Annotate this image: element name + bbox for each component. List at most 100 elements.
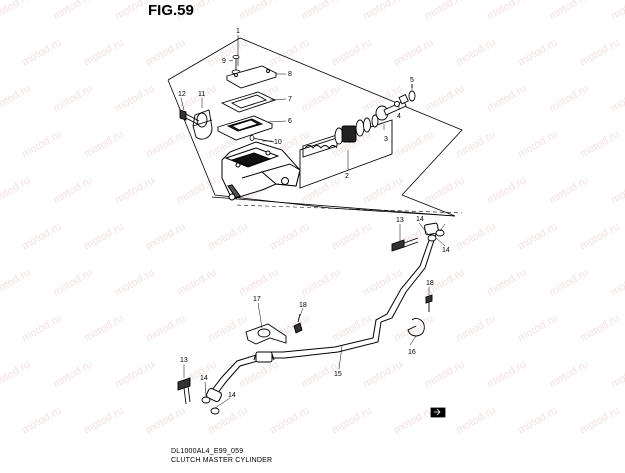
callout-15: 15 [334, 371, 342, 378]
callout-4: 4 [397, 113, 401, 120]
watermark-text: motod.ru [485, 266, 529, 298]
watermark-text: motod.ru [268, 220, 312, 252]
assembly-box-outline [167, 37, 463, 217]
watermark-text: motod.ru [485, 174, 529, 206]
diagram-code: DL1000AL4_E99_059 [171, 448, 244, 455]
watermark-text: motod.ru [0, 174, 33, 206]
callout-1: 1 [236, 28, 240, 35]
watermark-text: motod.ru [20, 220, 64, 252]
watermark-text: motod.ru [578, 36, 622, 68]
clutch-hose-part-15 [206, 222, 439, 403]
callout-12: 12 [178, 91, 186, 98]
watermark-text: motod.ru [547, 0, 591, 23]
plate-part-7 [220, 91, 277, 113]
watermark-text: motod.ru [330, 36, 374, 68]
watermark-text: motod.ru [547, 266, 591, 298]
dashed-divider [236, 204, 463, 214]
watermark-text: motod.ru [237, 358, 281, 390]
watermark-text: motod.ru [392, 128, 436, 160]
watermark-text: motod.ru [20, 312, 64, 344]
watermark-text: motod.ru [206, 36, 250, 68]
watermark-text: motod.ru [516, 128, 560, 160]
watermark-text: motod.ru [516, 404, 560, 436]
watermark-text: motod.ru [516, 36, 560, 68]
watermark-text: motod.ru [609, 266, 625, 298]
watermark-text: motod.ru [113, 266, 157, 298]
watermark-text: motod.ru [299, 174, 343, 206]
watermark-text: motod.ru [237, 0, 281, 23]
watermark-text: motod.ru [82, 404, 126, 436]
front-arrow-symbol [430, 407, 446, 418]
watermark-text: motod.ru [578, 220, 622, 252]
callout-14-a: 14 [416, 216, 424, 223]
watermark-text: motod.ru [0, 266, 33, 298]
watermark-text: motod.ru [144, 312, 188, 344]
watermark-text: motod.ru [330, 220, 374, 252]
watermark-text: motod.ru [516, 312, 560, 344]
watermark-text: motod.ru [454, 36, 498, 68]
watermark-text: motod.ru [392, 36, 436, 68]
watermark-text: motod.ru [454, 220, 498, 252]
bolt-part-18-left [293, 313, 303, 334]
watermark-text: motod.ru [82, 36, 126, 68]
watermark-text: motod.ru [361, 174, 405, 206]
callout-13-bottom: 13 [180, 357, 188, 364]
callout-18-left: 18 [299, 302, 307, 309]
bolt-part-18-right [425, 294, 433, 312]
callout-14-c: 14 [200, 375, 208, 382]
watermark-text: motod.ru [206, 312, 250, 344]
watermark-text: motod.ru [609, 174, 625, 206]
watermark-text: motod.ru [0, 0, 33, 23]
watermark-text: motod.ru [51, 358, 95, 390]
watermark-text: motod.ru [82, 312, 126, 344]
watermark-text: motod.ru [609, 358, 625, 390]
master-cylinder-body [221, 141, 301, 201]
watermark-text: motod.ru [144, 36, 188, 68]
watermark-text: motod.ru [516, 220, 560, 252]
bolt-part-12 [179, 109, 200, 126]
watermark-text: motod.ru [578, 404, 622, 436]
watermark-text: motod.ru [485, 0, 529, 23]
callout-8: 8 [288, 71, 292, 78]
watermark-text: motod.ru [423, 0, 467, 23]
callout-10: 10 [274, 139, 282, 146]
watermark-text: motod.ru [392, 404, 436, 436]
watermark-text: motod.ru [51, 0, 95, 23]
watermark-text: motod.ru [206, 220, 250, 252]
watermark-text: motod.ru [454, 404, 498, 436]
watermark-text: motod.ru [454, 312, 498, 344]
callout-5: 5 [410, 77, 414, 84]
watermark-text: motod.ru [578, 312, 622, 344]
callout-18-right: 18 [426, 280, 434, 287]
watermark-text: motod.ru [609, 82, 625, 114]
callout-9: 9 [222, 58, 226, 65]
callout-7: 7 [288, 96, 292, 103]
piston-set-part-2 [299, 117, 393, 189]
watermark-text: motod.ru [330, 404, 374, 436]
diagram-caption: CLUTCH MASTER CYLINDER [171, 457, 273, 464]
watermark-text: motod.ru [144, 128, 188, 160]
diaphragm-part-6 [216, 115, 274, 141]
watermark-text: motod.ru [423, 174, 467, 206]
screw-part-9 [231, 55, 241, 75]
reservoir-cap-part-8 [225, 65, 278, 89]
watermark-text: motod.ru [547, 358, 591, 390]
watermark-text: motod.ru [423, 82, 467, 114]
watermark-text: motod.ru [299, 82, 343, 114]
boot-part-5 [408, 84, 416, 102]
watermark-text: motod.ru [144, 404, 188, 436]
callout-3: 3 [384, 136, 388, 143]
watermark-text: motod.ru [20, 36, 64, 68]
watermark-text: motod.ru [175, 174, 219, 206]
watermark-text: motod.ru [113, 82, 157, 114]
watermark-text: motod.ru [578, 128, 622, 160]
watermark-text: motod.ru [82, 128, 126, 160]
callout-6: 6 [288, 118, 292, 125]
gasket-part-14 [201, 229, 445, 415]
watermark-text: motod.ru [454, 128, 498, 160]
watermark-text: motod.ru [361, 0, 405, 23]
watermark-text: motod.ru [299, 266, 343, 298]
pin-part-10 [249, 135, 275, 143]
